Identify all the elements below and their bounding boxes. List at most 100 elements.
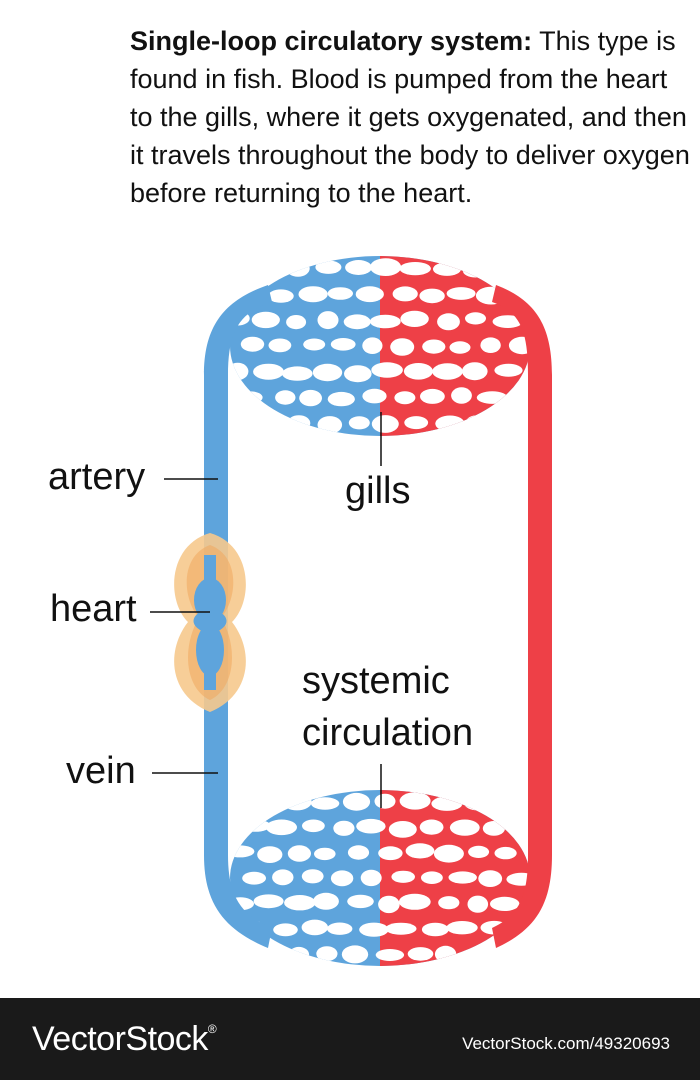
- capillary-hole: [449, 819, 480, 836]
- capillary-hole: [333, 820, 355, 836]
- capillary-hole: [268, 289, 294, 303]
- capillary-hole: [266, 819, 297, 836]
- capillary-hole: [478, 870, 503, 887]
- capillary-hole: [498, 416, 523, 431]
- capillary-hole: [465, 312, 486, 325]
- capillary-hole: [287, 415, 311, 431]
- capillary-hole: [286, 315, 307, 330]
- capillary-hole: [374, 793, 396, 809]
- capillary-hole: [362, 388, 387, 404]
- circulatory-diagram: [150, 256, 552, 966]
- capillary-hole: [240, 819, 271, 832]
- capillary-hole: [313, 892, 339, 910]
- capillary-hole: [392, 286, 418, 302]
- capillary-hole: [399, 262, 431, 276]
- capillary-hole: [268, 338, 292, 353]
- capillary-hole: [355, 286, 384, 303]
- capillary-hole: [449, 341, 471, 354]
- capillary-hole: [330, 338, 356, 351]
- capillary-hole: [240, 336, 265, 352]
- capillary-hole: [230, 795, 255, 811]
- capillary-hole: [316, 946, 338, 962]
- capillary-hole: [375, 949, 405, 961]
- systemic-label-line2: circulation: [302, 712, 474, 754]
- capillary-hole: [303, 338, 326, 351]
- capillary-hole: [253, 797, 277, 811]
- capillary-hole: [301, 919, 328, 936]
- capillary-hole: [302, 819, 325, 833]
- capillary-hole: [287, 845, 311, 862]
- capillary-hole: [462, 264, 489, 278]
- capillary-hole: [301, 869, 324, 884]
- capillary-hole: [459, 948, 491, 962]
- capillary-hole: [348, 416, 370, 430]
- capillary-hole: [369, 314, 401, 329]
- capillary-hole: [286, 260, 310, 277]
- capillary-hole: [342, 792, 371, 811]
- capillary-hole: [496, 259, 519, 277]
- oxygenated-vessel: [492, 285, 552, 948]
- capillary-hole: [273, 923, 298, 937]
- caption-body: This type is found in fish. Blood is pum…: [130, 26, 690, 208]
- capillary-hole: [433, 262, 461, 276]
- capillary-hole: [462, 362, 488, 381]
- capillary-hole: [299, 389, 322, 407]
- capillary-hole: [347, 845, 370, 860]
- capillary-hole: [448, 871, 477, 884]
- logo-mark: ®: [207, 1022, 217, 1036]
- capillary-hole: [434, 945, 457, 963]
- capillary-hole: [422, 339, 446, 354]
- capillary-hole: [272, 869, 294, 886]
- capillary-hole: [230, 845, 255, 858]
- capillary-hole: [317, 311, 339, 330]
- leader-lines: [150, 412, 382, 808]
- capillary-hole: [253, 363, 284, 380]
- capillary-hole: [360, 869, 382, 887]
- heart-label: heart: [50, 588, 137, 630]
- caption-title: Single-loop circulatory system:: [130, 26, 533, 56]
- capillary-hole: [362, 337, 383, 355]
- capillary-hole: [431, 796, 463, 811]
- caption: Single-loop circulatory system: This typ…: [130, 22, 690, 212]
- logo-text: VectorStock: [32, 1020, 208, 1058]
- capillary-hole: [391, 870, 416, 883]
- capillary-hole: [432, 363, 463, 380]
- capillary-hole: [399, 792, 431, 810]
- capillary-hole: [385, 922, 417, 935]
- capillary-hole: [405, 843, 435, 859]
- gills-label: gills: [345, 470, 411, 512]
- capillary-hole: [284, 895, 316, 911]
- capillary-hole: [371, 415, 399, 433]
- capillary-hole: [275, 390, 296, 405]
- capillary-hole: [398, 893, 431, 910]
- capillary-hole: [242, 871, 266, 885]
- capillary-hole: [330, 870, 354, 887]
- vectorstock-logo: VectorStock®: [32, 1020, 217, 1059]
- capillary-hole: [238, 391, 263, 404]
- capillary-hole: [255, 415, 280, 429]
- capillary-hole: [230, 362, 249, 381]
- capillary-hole: [344, 365, 372, 383]
- capillary-hole: [341, 945, 369, 964]
- systemic-capillaries: [230, 790, 530, 966]
- capillary-hole: [467, 895, 489, 913]
- capillary-hole: [400, 310, 429, 327]
- capillary-hole: [480, 337, 501, 354]
- capillary-hole: [282, 793, 312, 811]
- capillary-hole: [371, 362, 403, 378]
- capillary-hole: [494, 846, 517, 860]
- capillary-hole: [490, 896, 520, 912]
- capillary-hole: [257, 846, 283, 863]
- vein-label: vein: [66, 750, 136, 792]
- capillary-hole: [356, 818, 386, 834]
- capillary-hole: [378, 846, 403, 861]
- systemic-label-line1: systemic: [302, 660, 450, 702]
- capillary-hole: [254, 946, 278, 959]
- capillary-hole: [343, 314, 371, 330]
- capillary-hole: [464, 795, 492, 811]
- capillary-hole: [312, 363, 343, 382]
- capillary-hole: [327, 922, 353, 935]
- heart: [174, 533, 246, 712]
- capillary-hole: [468, 845, 490, 859]
- capillary-hole: [317, 416, 343, 434]
